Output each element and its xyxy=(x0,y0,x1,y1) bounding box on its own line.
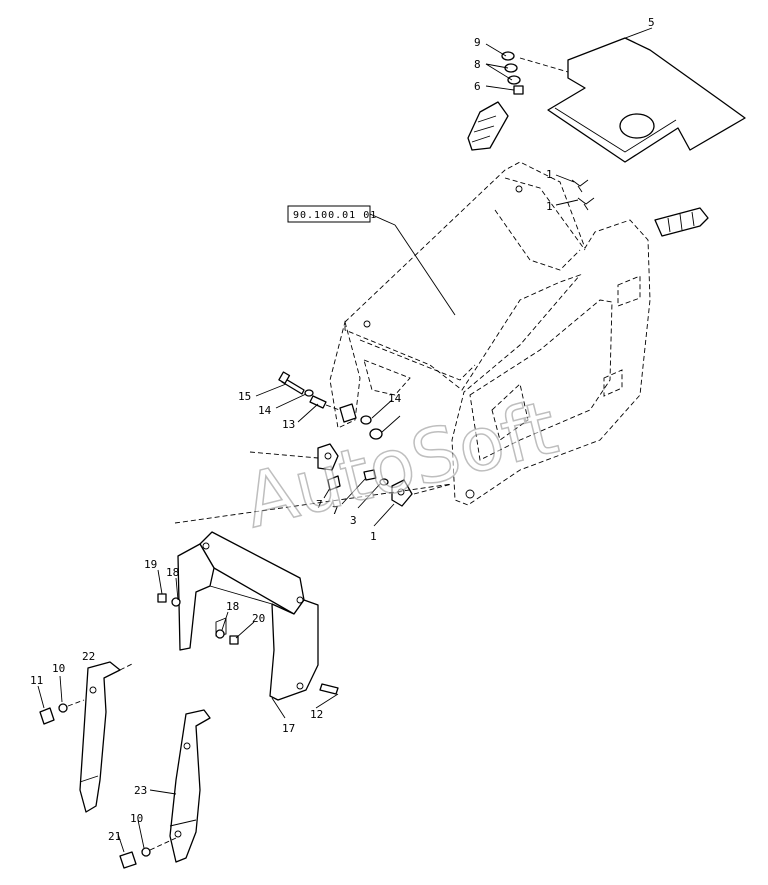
label-10-top: 10 xyxy=(52,662,65,675)
cover-panel xyxy=(547,27,746,163)
lower-frame xyxy=(177,531,319,719)
latch-left xyxy=(249,403,401,491)
label-6: 6 xyxy=(474,80,481,93)
lower-frame-fasteners xyxy=(157,569,339,709)
grab-handle-right xyxy=(654,207,709,237)
watermark: AutoSoft xyxy=(236,385,565,545)
label-12: 12 xyxy=(310,708,323,721)
label-19: 19 xyxy=(144,558,157,571)
trim-cover-22 xyxy=(79,661,133,813)
label-18-right: 18 xyxy=(226,600,239,613)
label-11: 11 xyxy=(30,674,43,687)
label-20: 20 xyxy=(252,612,265,625)
label-14-right: 14 xyxy=(388,392,402,405)
leader-lines xyxy=(255,383,395,527)
clips-upper xyxy=(555,174,595,211)
label-10-bottom: 10 xyxy=(130,812,143,825)
label-22: 22 xyxy=(82,650,95,663)
label-1-mid: 1 xyxy=(546,200,553,213)
label-23: 23 xyxy=(134,784,147,797)
label-7-left: 7 xyxy=(316,498,323,511)
label-18-left: 18 xyxy=(166,566,179,579)
label-13: 13 xyxy=(282,418,295,431)
latch-right xyxy=(363,469,453,507)
bolt-15 xyxy=(278,371,346,413)
label-17: 17 xyxy=(282,722,295,735)
trim-cover-23 xyxy=(149,709,211,863)
grab-handle-left xyxy=(467,101,509,151)
label-7-right: 7 xyxy=(332,504,339,517)
cab-frame xyxy=(329,161,651,506)
reference-box xyxy=(287,205,371,223)
label-1-top: 1 xyxy=(546,168,553,181)
label-15: 15 xyxy=(238,390,251,403)
bolt-11 xyxy=(37,675,85,725)
bolt-21 xyxy=(117,819,177,869)
label-8: 8 xyxy=(474,58,481,71)
reference-number: 90.100.01 01 xyxy=(293,210,377,221)
label-14-left: 14 xyxy=(258,404,272,417)
label-5: 5 xyxy=(648,16,655,29)
part-labels: 5 9 8 6 1 1 15 14 13 14 7 7 3 1 19 18 18… xyxy=(30,16,655,843)
cover-fasteners xyxy=(485,43,569,95)
label-1-bottom: 1 xyxy=(370,530,377,543)
label-3: 3 xyxy=(350,514,357,527)
label-9: 9 xyxy=(474,36,481,49)
label-21: 21 xyxy=(108,830,121,843)
